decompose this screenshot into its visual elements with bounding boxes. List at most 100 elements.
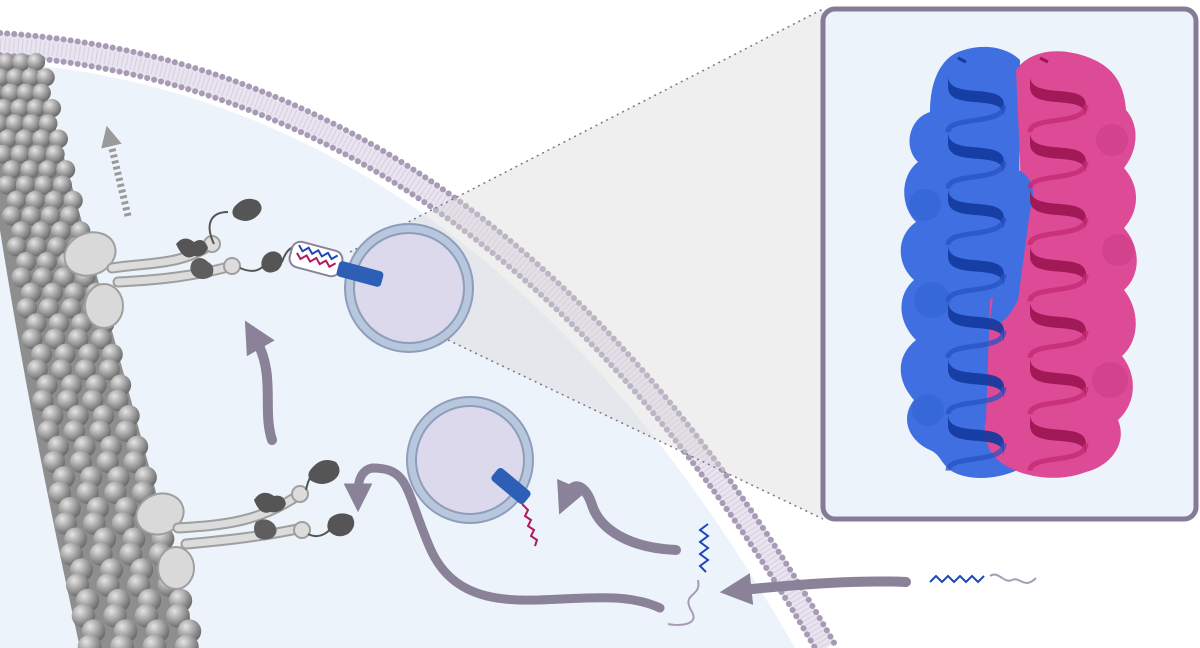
helix-turn-front <box>1030 188 1086 230</box>
tubulin-subunit <box>10 144 30 164</box>
tubulin-subunit <box>174 634 199 648</box>
tubulin-subunit <box>52 175 72 195</box>
tubulin-subunit <box>12 53 31 71</box>
tubulin-subunit <box>27 53 46 71</box>
tubulin-subunit <box>0 53 16 71</box>
tubulin-subunit <box>21 68 40 87</box>
transport-arrow-up <box>244 320 277 445</box>
tubulin-subunit <box>57 389 79 412</box>
tubulin-subunit <box>11 267 32 288</box>
cytoplasm <box>0 62 795 648</box>
helix-turn-front <box>1030 301 1086 342</box>
coiled-coil-adapter-upper <box>288 240 344 278</box>
tubulin-subunit <box>50 359 72 381</box>
tubulin-subunit <box>63 190 83 211</box>
peptide-to-vesicle-arrow <box>557 478 681 555</box>
tubulin-subunit <box>0 114 8 133</box>
helix-turn-front <box>948 414 1004 455</box>
tubulin-subunit <box>123 451 146 473</box>
zoom-cone <box>349 8 824 520</box>
tubulin-subunit <box>34 175 54 195</box>
kinesin-motor-upper <box>63 198 311 329</box>
transport-direction-arrow <box>101 125 132 217</box>
tubulin-subunit <box>110 634 134 648</box>
tubulin-subunit <box>16 252 36 272</box>
peptide-icon <box>929 573 1037 584</box>
tubulin-subunit <box>20 282 42 303</box>
tubulin-subunit <box>47 236 68 257</box>
tubulin-subunit <box>21 328 43 350</box>
helix-turn-front <box>1030 244 1086 286</box>
helix-turn-front <box>948 132 1004 173</box>
tubulin-subunit <box>28 144 48 164</box>
helix-turn-back <box>945 217 1007 246</box>
tubulin-subunit <box>0 175 17 195</box>
tubulin-subunit <box>74 359 96 381</box>
tubulin-subunit <box>16 298 37 319</box>
tubulin-subunit <box>0 144 13 164</box>
tubulin-subunit <box>32 267 53 288</box>
helix-turn-front <box>948 357 1004 399</box>
tubulin-subunit <box>15 129 34 149</box>
tubulin-subunit <box>32 389 54 412</box>
tubulin-subunit <box>0 68 10 87</box>
peptide-entry-arrow <box>719 573 911 605</box>
vesicle-lower <box>406 396 539 547</box>
kinesin-motor-lower <box>135 460 355 590</box>
tubulin-subunit <box>96 451 119 473</box>
tubulin-subunit <box>107 389 129 412</box>
tubulin-subunit <box>38 114 58 133</box>
tubulin-subunit <box>44 190 64 211</box>
tubulin-subunit <box>0 99 13 118</box>
peptide-to-motor-arrow <box>343 463 665 613</box>
helix-turn-back <box>1027 442 1089 472</box>
tubulin-subunit <box>51 221 71 241</box>
tubulin-subunit <box>1 206 22 226</box>
intracellular-peptide <box>667 523 710 626</box>
helix-turn-back <box>945 104 1007 133</box>
helix-turn-back <box>945 442 1007 472</box>
helix-turn-front <box>1030 414 1086 455</box>
tubulin-subunit <box>0 129 17 149</box>
helix-terminus <box>1039 56 1049 64</box>
tubulin-subunit <box>60 206 80 226</box>
tubulin-subunit <box>21 206 41 226</box>
helix-turn-back <box>1027 273 1089 303</box>
helix-turn-front <box>948 75 1004 117</box>
tubulin-subunit <box>115 420 137 443</box>
coiled-coil-structure-icon <box>900 46 1137 478</box>
tubulin-subunit <box>36 68 55 87</box>
tubulin-subunit <box>2 160 22 180</box>
tubulin-subunit <box>26 99 45 118</box>
tubulin-subunit <box>67 328 89 350</box>
tubulin-subunit <box>1 83 20 103</box>
helix-turn-back <box>1027 386 1089 416</box>
tubulin-subunit <box>38 298 60 319</box>
cell-membrane <box>0 30 840 648</box>
helix-turn-back <box>1027 104 1089 133</box>
tubulin-subunit <box>6 236 27 257</box>
helix-turn-front <box>948 188 1004 230</box>
tubulin-subunit <box>26 359 48 381</box>
helix-turn-front <box>1030 132 1086 173</box>
tubulin-subunit <box>40 206 61 226</box>
tubulin-subunit <box>42 282 63 303</box>
helix-turn-back <box>1027 160 1089 190</box>
tubulin-subunit <box>32 129 51 149</box>
tubulin-subunit <box>98 359 120 381</box>
tubulin-subunit <box>60 298 82 319</box>
helix-turn-back <box>1027 330 1089 359</box>
tubulin-subunit <box>37 420 60 443</box>
helix-turn-back <box>945 330 1007 359</box>
tubulin-subunit <box>6 68 25 87</box>
helix-terminus <box>957 56 967 64</box>
tubulin-subunit <box>11 221 31 241</box>
helix-turn-back <box>945 386 1007 416</box>
tubulin-subunit <box>53 267 75 288</box>
tubulin-subunit <box>77 634 102 648</box>
helix-turn-front <box>948 301 1004 342</box>
tubulin-subunit <box>26 236 47 257</box>
tubulin-subunit <box>142 634 167 648</box>
tubulin-subunit <box>56 160 76 180</box>
